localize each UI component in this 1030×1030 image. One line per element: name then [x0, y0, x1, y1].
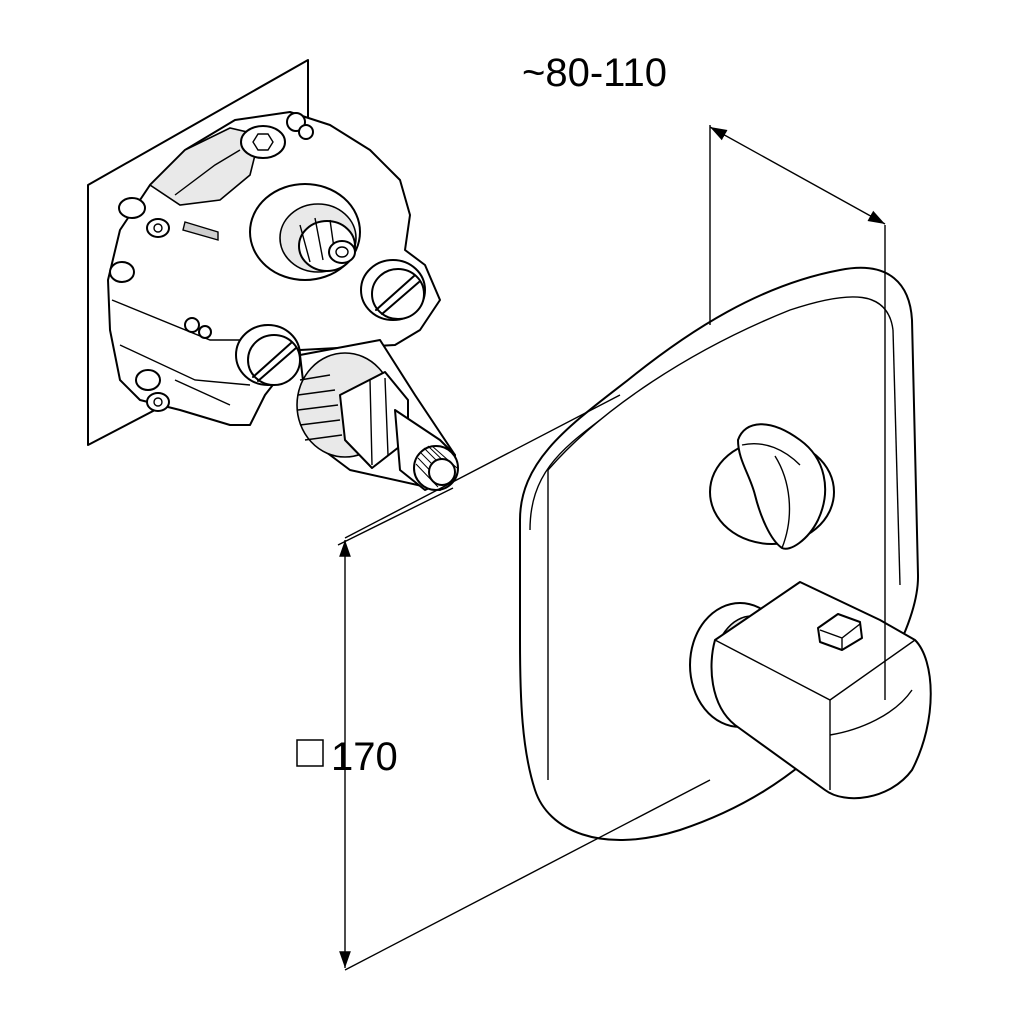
square-symbol: [296, 739, 324, 767]
rough-in-valve: [107, 111, 459, 491]
depth-label: ~80-110: [522, 51, 667, 95]
thermostat-handle: [689, 581, 932, 800]
dimension-depth: ~80-110: [522, 51, 886, 700]
size-value: 170: [331, 735, 398, 779]
diverter-knob: [709, 423, 835, 550]
dimension-size: 170: [296, 394, 711, 971]
depth-dimension-line: [709, 126, 886, 225]
